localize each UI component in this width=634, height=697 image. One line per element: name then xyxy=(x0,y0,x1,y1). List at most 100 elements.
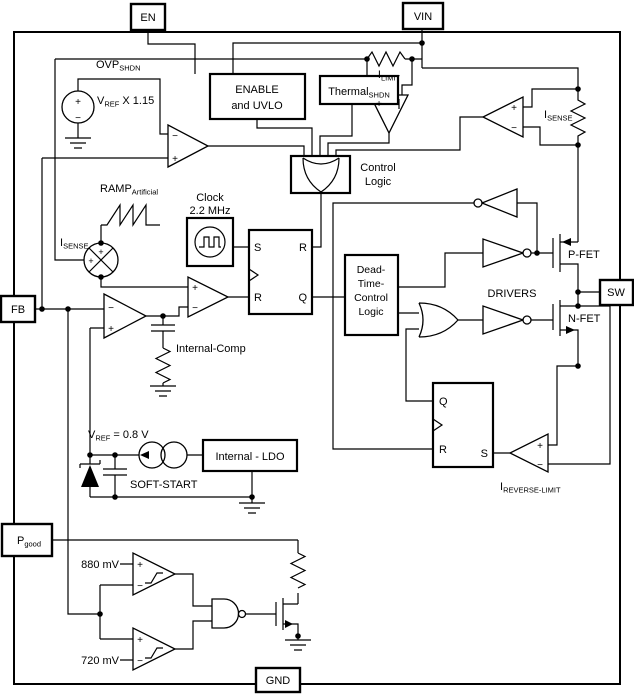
pin-en-label: EN xyxy=(140,12,155,24)
comparator-880mv xyxy=(132,551,177,597)
enable-uvlo-label2: and UVLO xyxy=(231,100,283,112)
plus-icon: + xyxy=(172,154,178,165)
multiplier-x-icon xyxy=(88,247,114,273)
control-logic-label1: Control xyxy=(360,162,395,174)
junction-dot xyxy=(534,250,540,256)
minus-icon: − xyxy=(537,460,543,471)
junction-dot xyxy=(65,306,71,312)
junction-dot xyxy=(98,240,104,246)
junction-dot xyxy=(409,56,415,62)
junction-dot xyxy=(575,303,581,309)
current-source-left xyxy=(138,441,166,469)
comp-resistor xyxy=(154,347,172,384)
error-amplifier xyxy=(103,292,148,340)
plus-icon: + xyxy=(537,441,543,452)
inverter-feedback xyxy=(480,188,518,218)
ff-r-label: R xyxy=(439,444,447,456)
wire-soft-start xyxy=(89,383,299,640)
nand-gate xyxy=(211,598,240,629)
pin-vin xyxy=(401,1,445,31)
driver-nfet-bubble xyxy=(522,315,532,325)
pin-sw xyxy=(598,278,634,307)
soft-start-capacitor xyxy=(103,468,127,476)
internal-ldo-block xyxy=(201,438,299,473)
blocks xyxy=(185,72,495,473)
minus-icon: − xyxy=(75,113,81,124)
ff-s-label: S xyxy=(481,448,488,460)
junction-dot xyxy=(575,142,581,148)
wire-power-stage xyxy=(312,88,611,465)
ireverse-label: IREVERSE-LIMIT xyxy=(500,481,561,495)
isense-res-label: ISENSE xyxy=(544,109,573,123)
junction-dot xyxy=(112,452,118,458)
text-labels: EN VIN FB SW GND Pgood ENABLE and UVLO T… xyxy=(11,11,626,687)
reverse-limit-comparator xyxy=(508,432,549,474)
junction-dots xyxy=(39,40,581,639)
pin-fb-label: FB xyxy=(11,304,25,316)
pfet-symbol xyxy=(552,234,561,272)
internal-comp-label: Internal-Comp xyxy=(176,343,246,355)
plus-icon: + xyxy=(75,97,81,108)
wire-pwm-row xyxy=(35,225,249,615)
inverter-feedback-bubble xyxy=(473,198,483,208)
dead-time-label4: Logic xyxy=(358,306,383,318)
plus-icon: + xyxy=(98,247,103,257)
junction-dot xyxy=(419,40,425,46)
mv720-label: 720 mV xyxy=(81,655,120,667)
latch-s-label: S xyxy=(254,242,261,254)
minus-icon: − xyxy=(137,656,143,667)
pin-vin-label: VIN xyxy=(414,11,432,23)
pin-pgood-label: Pgood xyxy=(17,535,41,549)
pin-sw-label: SW xyxy=(607,287,625,299)
reverse-latch-clk-icon xyxy=(432,418,444,432)
vref08-label: VREF = 0.8 V xyxy=(88,429,149,443)
ground-symbol-vref xyxy=(65,137,91,149)
ground-symbol-ldo xyxy=(239,502,265,514)
minus-icon: − xyxy=(192,303,198,314)
pin-gnd-label: GND xyxy=(266,675,291,687)
squarewave-icon xyxy=(199,236,221,248)
pwm-latch-clk-icon xyxy=(248,268,260,282)
drivers-label: DRIVERS xyxy=(488,288,537,300)
junction-dot xyxy=(39,306,45,312)
mv880-label: 880 mV xyxy=(81,559,120,571)
pgood-fet-symbol xyxy=(275,598,284,630)
dead-time-label1: Dead- xyxy=(357,264,386,276)
junction-dot xyxy=(97,611,103,617)
clock-label1: Clock xyxy=(196,192,224,204)
wire-top-left xyxy=(41,29,579,309)
junction-dot xyxy=(112,494,118,500)
control-logic-label2: Logic xyxy=(365,176,392,188)
pin-pgood xyxy=(0,522,54,558)
wire-pgood xyxy=(52,539,299,661)
junction-dot xyxy=(249,494,255,500)
hysteresis-icon-880 xyxy=(145,572,163,584)
schottky-diode-bar xyxy=(79,460,101,468)
schottky-diode xyxy=(81,465,99,487)
latch-q-label: Q xyxy=(298,292,307,304)
junction-dot xyxy=(295,633,301,639)
pwm-comparator xyxy=(187,275,230,319)
or-gate xyxy=(418,302,459,338)
ilimit-label: ILIMIT xyxy=(378,69,401,83)
plus-icon: + xyxy=(108,324,114,335)
pin-gnd xyxy=(254,666,302,694)
minus-icon: − xyxy=(108,303,114,314)
pgood-fet-arrow-icon xyxy=(285,620,293,628)
control-or-gate-icon xyxy=(302,157,340,193)
vref-source xyxy=(61,90,95,124)
plus-icon: + xyxy=(137,560,143,571)
pin-fb xyxy=(0,294,37,324)
minus-icon: − xyxy=(172,131,178,142)
pfet-label: P-FET xyxy=(568,249,600,261)
plus-icon: + xyxy=(88,256,93,266)
dead-time-block xyxy=(343,253,400,337)
hysteresis-icon-720 xyxy=(145,647,163,659)
current-source-arrow-icon xyxy=(140,451,149,459)
driver-nfet-buffer xyxy=(482,305,525,335)
ovp-shdn-label: OVPSHDN xyxy=(96,59,141,73)
control-logic-block xyxy=(289,154,352,195)
junction-dot xyxy=(575,86,581,92)
